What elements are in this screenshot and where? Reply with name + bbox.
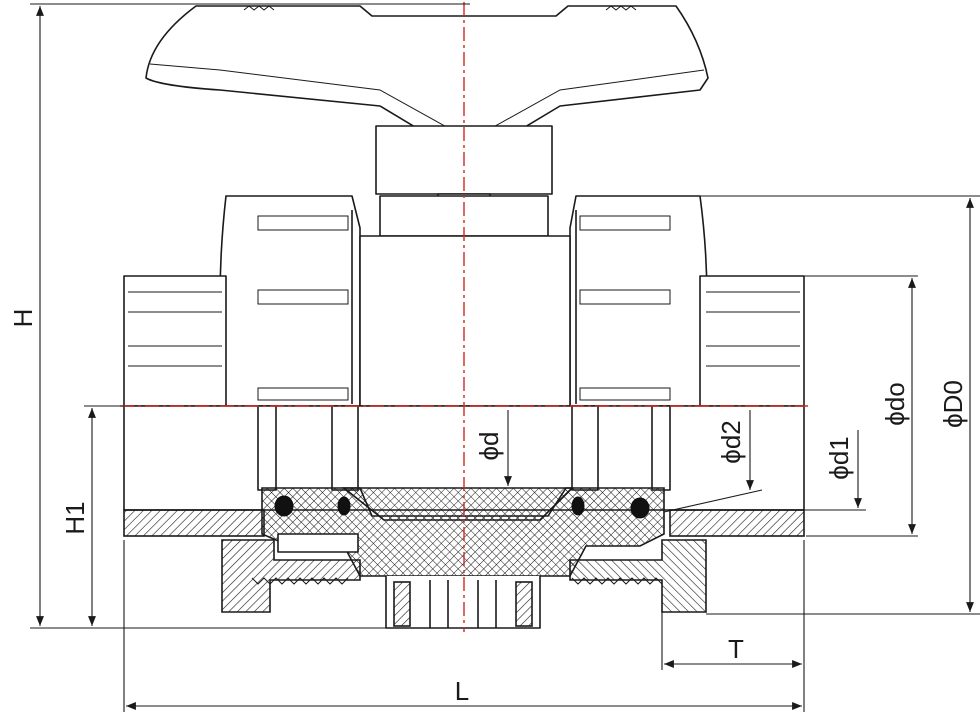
valve-body xyxy=(359,235,571,407)
label-H1: H1 xyxy=(60,501,90,534)
label-d2: ϕd2 xyxy=(716,420,746,463)
center-lines xyxy=(120,2,808,632)
end-connector-right xyxy=(699,275,805,407)
label-D0: ϕD0 xyxy=(938,380,968,428)
dimension-labels: H H1 L T ϕd ϕd2 ϕd1 ϕdo ϕD0 xyxy=(8,309,968,706)
union-nut-left xyxy=(219,195,361,407)
label-T: T xyxy=(728,634,744,664)
handle xyxy=(145,5,709,161)
label-d: ϕd xyxy=(474,431,504,460)
union-nut-right xyxy=(569,195,708,407)
dimension-lines xyxy=(30,3,980,712)
end-connector-left xyxy=(123,275,227,407)
label-L: L xyxy=(455,676,469,706)
label-d1: ϕd1 xyxy=(824,436,854,479)
section-view xyxy=(123,405,805,629)
label-H: H xyxy=(8,309,38,328)
label-do: ϕdo xyxy=(880,382,910,425)
